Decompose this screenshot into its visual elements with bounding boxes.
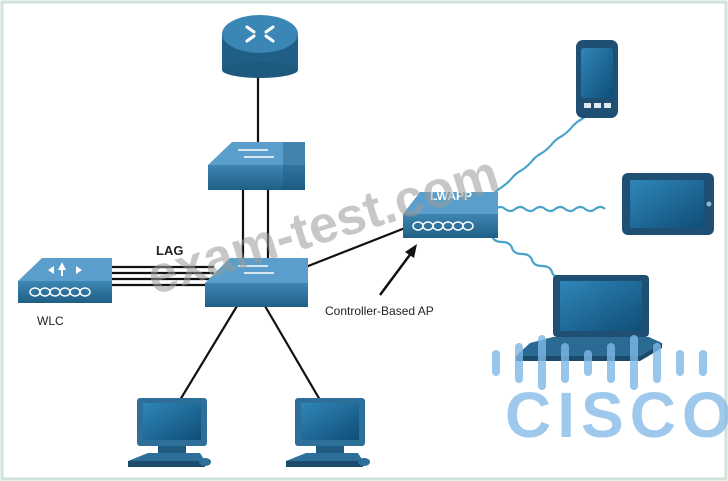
cisco-logo-icon (492, 335, 707, 390)
access-point-icon (403, 192, 498, 238)
wireless-link-phone (479, 109, 593, 206)
lwapp-label: LWAPP (430, 189, 473, 203)
link-access-pc1 (179, 305, 238, 401)
link-access-pc2 (264, 305, 321, 401)
tablet-icon (622, 173, 714, 235)
wlc-label: WLC (37, 314, 64, 328)
desktop-pc-icon (286, 398, 370, 467)
smartphone-icon (576, 40, 618, 118)
multilayer-switch-icon (208, 142, 305, 190)
desktop-pc-icon (128, 398, 211, 467)
cisco-logo-text: CISCO (505, 379, 728, 451)
callout-arrow (378, 244, 417, 296)
laptop-icon (516, 275, 662, 361)
wireless-link-tablet (494, 205, 606, 213)
wireless-lan-controller-icon (18, 258, 112, 303)
lag-label: LAG (156, 243, 184, 258)
switch-icon (205, 258, 308, 307)
link-access-ap (297, 226, 406, 272)
wired-links (110, 72, 406, 401)
controller-ap-label: Controller-Based AP (325, 304, 434, 318)
router-icon (222, 15, 298, 78)
